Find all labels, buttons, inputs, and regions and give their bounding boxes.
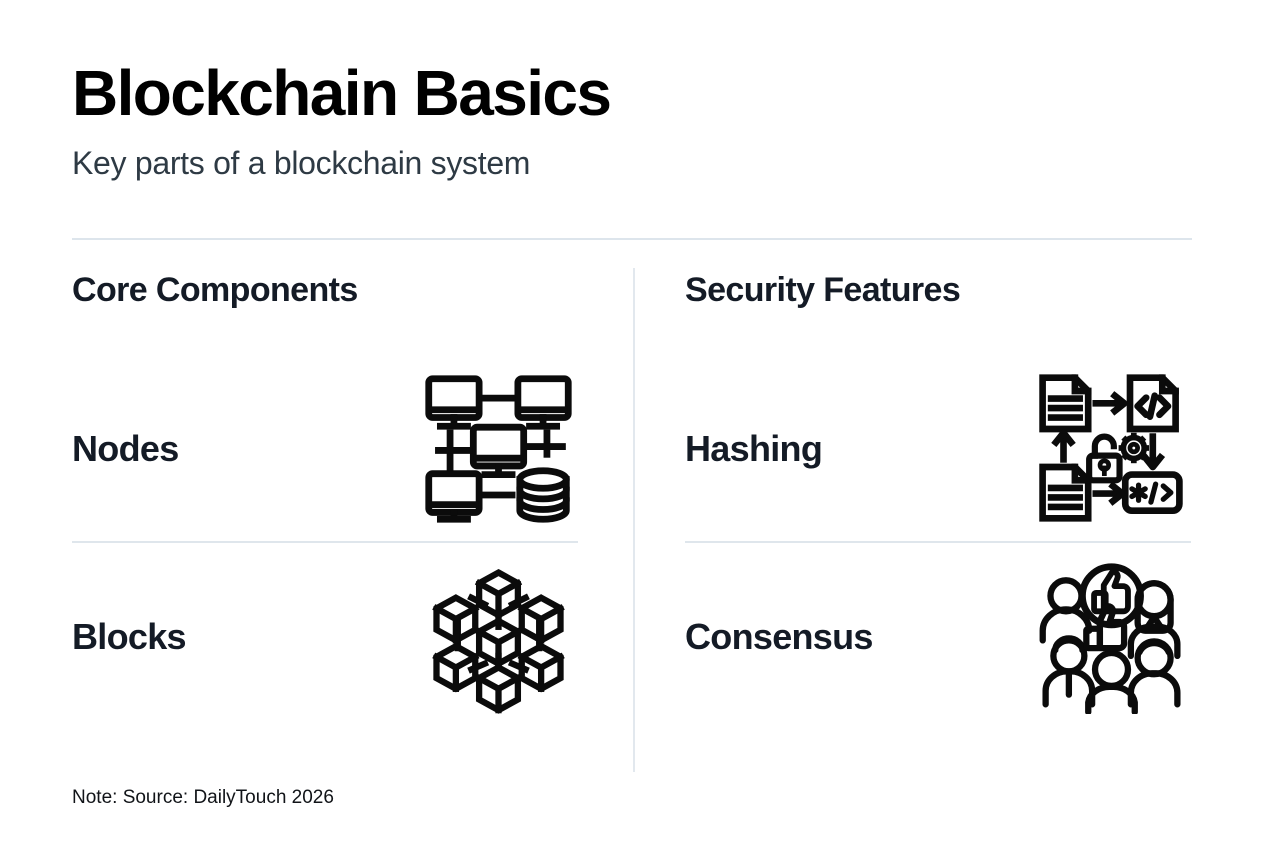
item-label-blocks: Blocks — [72, 615, 187, 657]
column-heading-security-features: Security Features — [685, 271, 961, 309]
column-core-components: Core Components Nodes — [72, 271, 578, 729]
item-label-consensus: Consensus — [685, 615, 873, 657]
list-item[interactable]: Hashing — [685, 355, 1191, 541]
column-divider — [633, 268, 635, 772]
column-heading-core-components: Core Components — [72, 271, 358, 309]
row-divider-right — [685, 541, 1191, 544]
list-item[interactable]: Blocks — [72, 543, 578, 729]
page-title: Blockchain Basics — [72, 57, 612, 129]
blocks-cubes-icon — [418, 556, 578, 716]
source-note: Note: Source: DailyTouch 2026 — [72, 787, 334, 808]
people-thumbs-up-icon — [1031, 556, 1191, 716]
page-subtitle: Key parts of a blockchain system — [72, 145, 531, 182]
item-label-hashing: Hashing — [685, 427, 823, 469]
item-label-nodes: Nodes — [72, 427, 179, 469]
header: Blockchain Basics Key parts of a blockch… — [72, 57, 1192, 182]
header-divider — [72, 238, 1192, 240]
list-item[interactable]: Nodes — [72, 355, 578, 541]
network-nodes-icon — [418, 368, 578, 528]
list-item[interactable]: Consensus — [685, 543, 1191, 729]
row-divider-left — [72, 541, 578, 544]
column-security-features: Security Features Hashing — [685, 271, 1191, 729]
hashing-documents-icon — [1031, 368, 1191, 528]
